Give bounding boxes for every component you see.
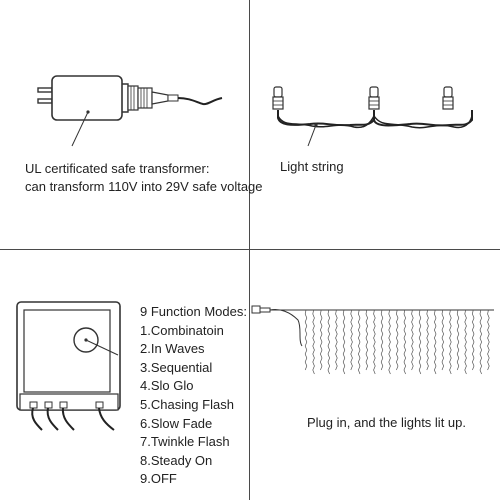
curtain-panel: Plug in, and the lights lit up.: [250, 250, 499, 499]
modes-title: 9 Function Modes:: [140, 304, 247, 319]
bulb-1: [272, 86, 284, 110]
controller-illustration: [16, 301, 121, 431]
mode-item: 6.Slow Fade: [140, 415, 213, 431]
light-strand: [403, 309, 406, 375]
light-strand: [342, 309, 346, 375]
transformer-panel: UL certificated safe transformer: can tr…: [0, 0, 263, 249]
light-strand: [434, 309, 437, 375]
light-string-caption: Light string: [280, 159, 344, 174]
controller-panel: 9 Function Modes: 1.Combinatoin 2.In Wav…: [0, 250, 249, 499]
light-string-panel: Light string: [250, 0, 499, 249]
light-strand: [418, 309, 422, 375]
vertical-divider: [249, 0, 250, 500]
light-strand: [365, 309, 368, 371]
transformer-illustration: [37, 75, 223, 147]
bulb-3: [442, 86, 454, 110]
light-strand: [312, 309, 315, 375]
transformer-caption-line1: UL certificated safe transformer:: [25, 161, 210, 176]
light-strand: [426, 309, 429, 371]
function-modes-list: 9 Function Modes: 1.Combinatoin 2.In Wav…: [140, 303, 247, 489]
light-strand: [441, 309, 444, 371]
curtain-caption: Plug in, and the lights lit up.: [307, 415, 466, 430]
light-strand: [320, 309, 323, 371]
light-strand: [479, 309, 482, 375]
light-strand: [327, 309, 330, 375]
curtain-lights-illustration: [251, 305, 494, 375]
light-strand: [411, 309, 414, 371]
light-strand: [396, 309, 399, 371]
mode-item: 9.OFF: [140, 471, 177, 487]
mode-item: 2.In Waves: [140, 341, 205, 357]
transformer-caption-line2: can transform 110V into 29V safe voltage: [25, 179, 263, 194]
light-strand: [380, 309, 384, 371]
light-strand: [472, 309, 475, 371]
light-strand: [304, 309, 308, 371]
mode-item: 5.Chasing Flash: [140, 396, 234, 412]
light-strand: [464, 309, 467, 375]
bulb-2: [368, 86, 380, 110]
horizontal-divider: [0, 249, 500, 250]
mode-item: 7.Twinkle Flash: [140, 434, 230, 450]
light-string-illustration: [272, 86, 473, 147]
light-strand: [487, 309, 490, 371]
light-strand: [358, 309, 361, 375]
light-strand: [335, 309, 338, 371]
light-strand: [456, 309, 460, 371]
light-strand: [350, 309, 353, 371]
mode-item: 8.Steady On: [140, 452, 213, 468]
mode-item: 4.Slo Glo: [140, 378, 194, 394]
light-strand: [449, 309, 452, 375]
mode-item: 3.Sequential: [140, 359, 213, 375]
light-strand: [388, 309, 391, 375]
light-strand: [373, 309, 376, 375]
mode-item: 1.Combinatoin: [140, 322, 224, 338]
